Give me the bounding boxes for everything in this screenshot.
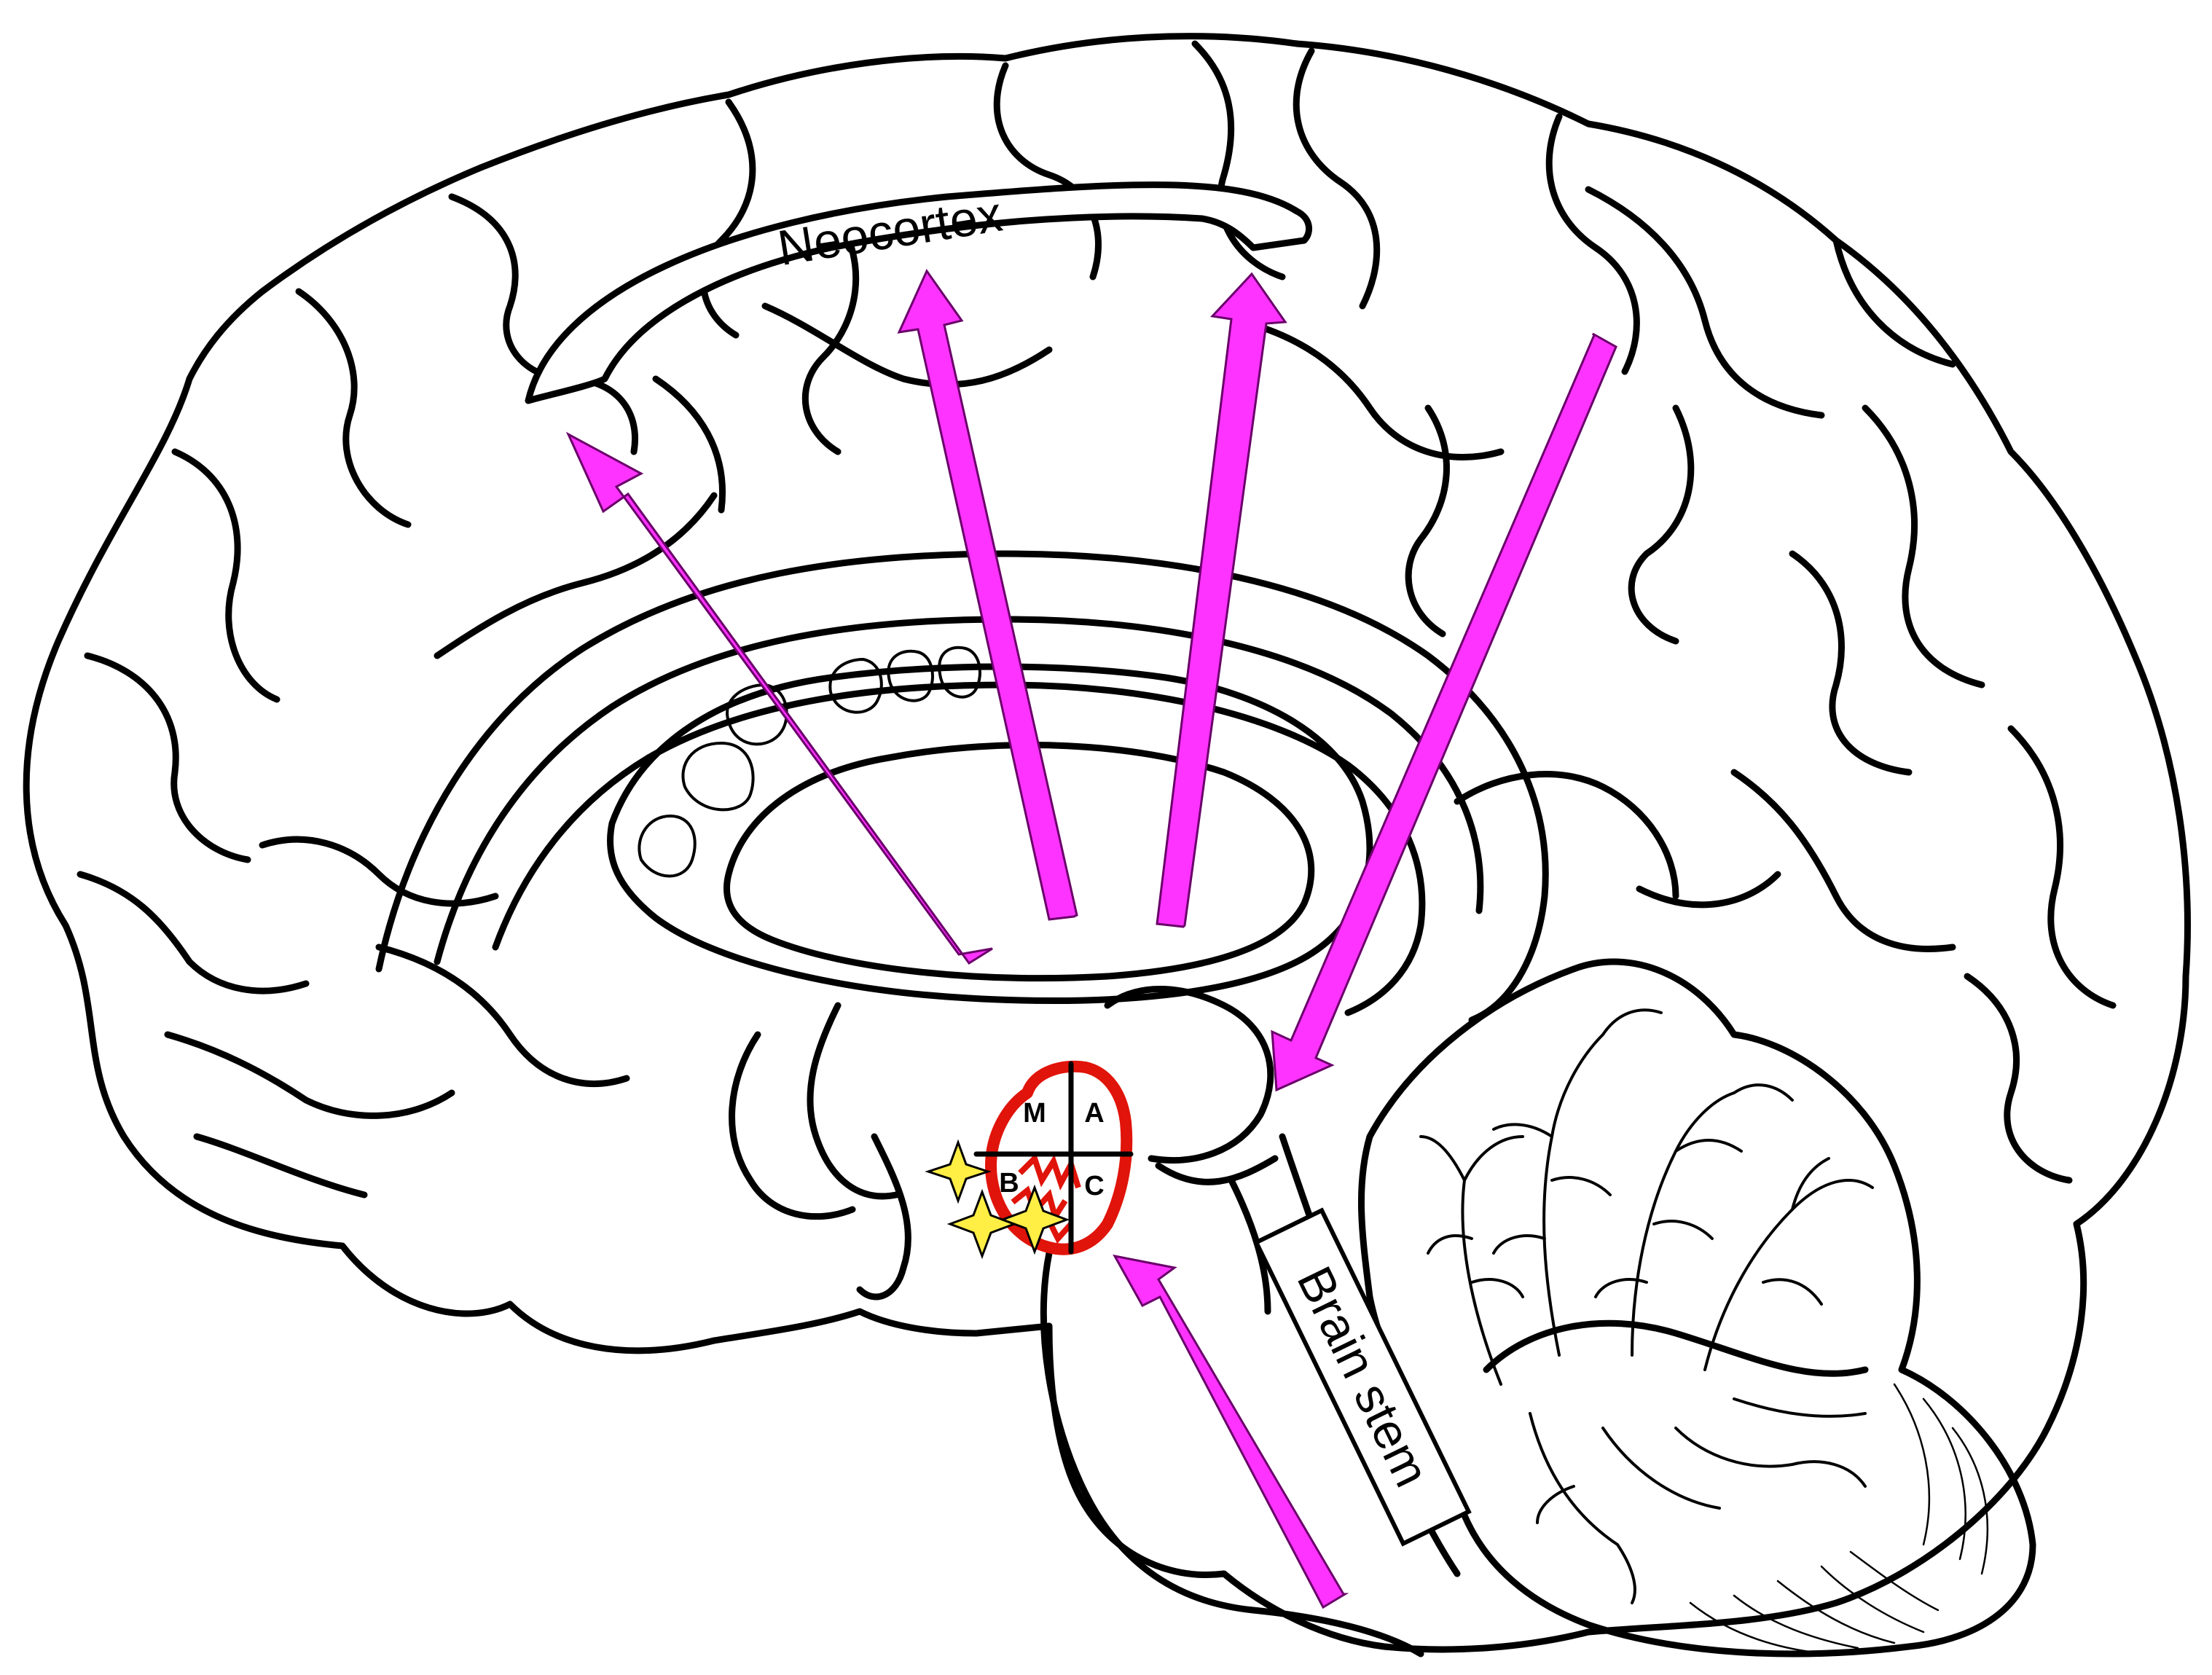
arrow-icon [1113,1254,1349,1609]
four-point-star-icon [999,1184,1070,1255]
thalamic-nucleus: M A B C [973,1060,1134,1255]
arrow-icon [565,431,993,965]
projection-arrows [565,268,1617,1609]
quadrant-m-label: M [1023,1098,1046,1129]
arrow-icon [1156,272,1287,928]
star-markers [925,1139,1070,1260]
four-point-star-icon [925,1139,992,1204]
arrow-icon [1271,332,1617,1092]
arrow-icon [897,268,1078,921]
corpus-callosum [375,550,1549,1024]
neocortex-label: Neocortex [774,187,1005,277]
diencephalon [729,986,1279,1301]
quadrant-b-label: B [999,1168,1019,1199]
quadrant-a-label: A [1084,1098,1104,1129]
four-point-star-icon [946,1188,1018,1260]
brain-outline [23,33,2191,1653]
quadrant-c-label: C [1084,1171,1104,1201]
